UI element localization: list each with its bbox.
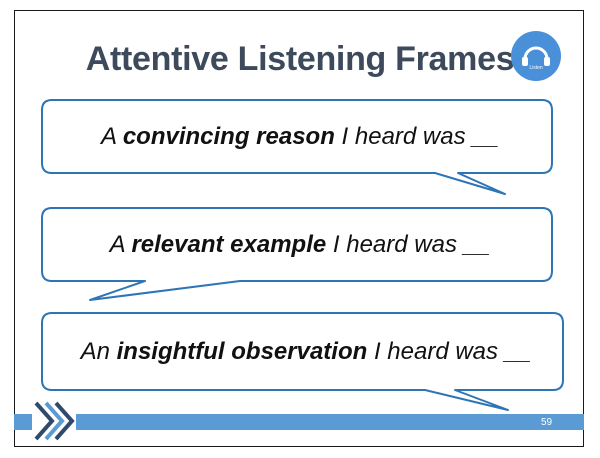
speech-bubble-2	[41, 207, 553, 301]
listen-badge: Listen	[511, 31, 561, 81]
speech-bubble-3	[41, 312, 564, 411]
listen-label: Listen	[529, 65, 543, 71]
chevron-logo-icon	[32, 401, 76, 441]
speech-bubble-1	[41, 99, 553, 195]
headphones-icon	[522, 46, 550, 66]
page-number: 59	[541, 417, 553, 428]
frame-text-1: A convincing reason I heard was __	[101, 123, 499, 150]
frame-text-2: A relevant example I heard was __	[109, 231, 491, 258]
frame-text-3: An insightful observation I heard was __	[80, 338, 532, 365]
page-title: Attentive Listening Frames	[85, 40, 515, 78]
footer-bar	[14, 414, 584, 430]
